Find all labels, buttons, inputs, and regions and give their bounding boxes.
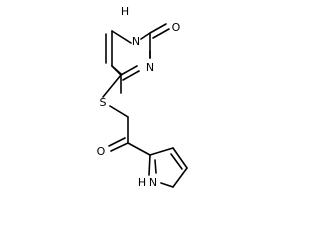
bond-n1-c2 — [111, 30, 132, 44]
atom-n-pyrrole: N — [149, 176, 157, 189]
atom-labels: H N O N S O H N — [97, 5, 181, 189]
atom-n-ring: N — [146, 61, 154, 74]
bond-p4-n — [160, 182, 174, 188]
bond-p2-p3 — [172, 147, 188, 169]
bond-c4-s — [102, 74, 122, 98]
bond-c6-o — [149, 23, 167, 34]
bond-c4-n — [120, 65, 138, 76]
pyrimidinone-ring — [105, 23, 170, 94]
atom-h-top: H — [121, 5, 129, 18]
atom-o-carbonyl: O — [172, 21, 181, 34]
bond-co-pyrrole — [127, 142, 151, 156]
bond-p3-p4 — [172, 167, 188, 188]
bond-s-ch2 — [109, 105, 129, 118]
bond-c6-o-inner — [152, 28, 170, 39]
bond-co-o-inner — [108, 137, 126, 147]
atom-s: S — [100, 96, 107, 109]
bond-n-p1-inner — [154, 159, 157, 174]
bond-p2-p3-inner — [170, 153, 183, 170]
bond-n-p1 — [148, 154, 151, 176]
atom-n-top: N — [132, 35, 140, 48]
bond-co-o — [110, 142, 129, 152]
pyrrole-ring — [148, 147, 188, 188]
atom-o-ketone: O — [97, 145, 106, 158]
molecule-diagram: H N O N S O H N — [97, 5, 188, 189]
atom-h-pyrrole: H — [138, 176, 146, 189]
bond-c6-n1 — [140, 32, 151, 40]
bond-c3-c4b — [111, 65, 122, 76]
thioether-chain — [102, 74, 151, 156]
bond-c4-n-inner — [122, 70, 140, 81]
bond-p1-p2 — [149, 147, 174, 156]
